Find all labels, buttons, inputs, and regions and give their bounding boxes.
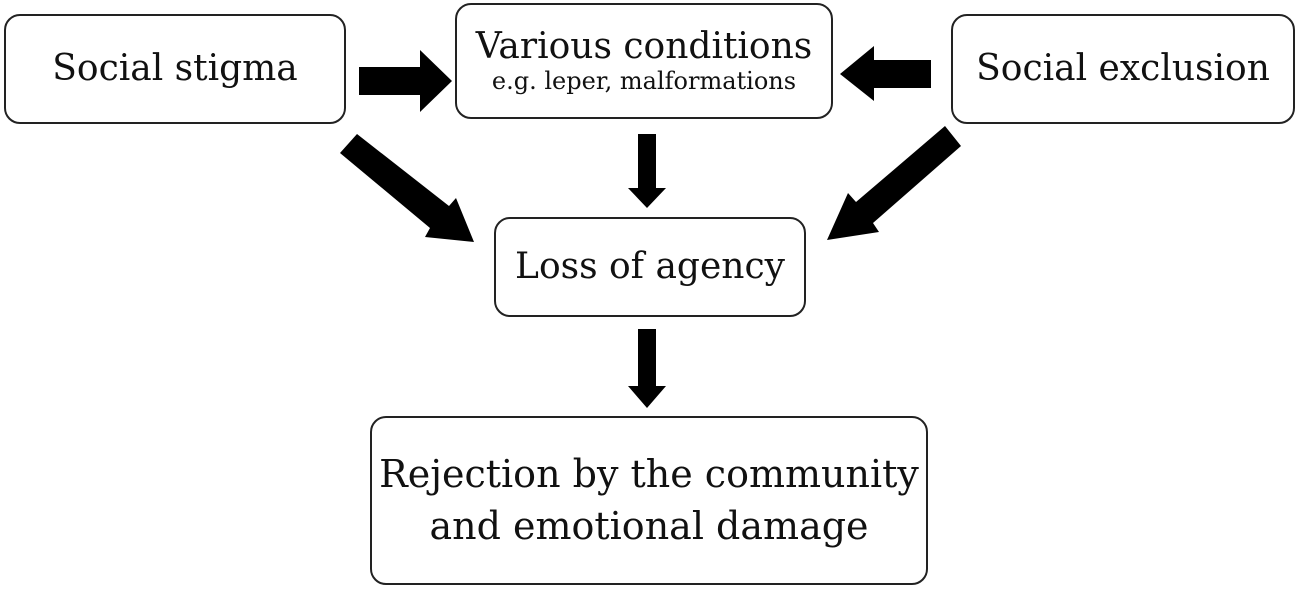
node-label-line-2: and emotional damage xyxy=(429,503,869,548)
arrow-stigma-to-loss xyxy=(340,134,474,242)
node-label: Social stigma xyxy=(52,48,298,90)
node-label: Social exclusion xyxy=(976,48,1270,90)
node-loss-of-agency: Loss of agency xyxy=(494,217,806,317)
arrow-stigma-to-conditions xyxy=(359,50,452,112)
node-social-stigma: Social stigma xyxy=(4,14,346,124)
arrow-conditions-to-loss xyxy=(628,134,666,208)
node-label: Various conditions xyxy=(475,25,813,67)
arrow-exclusion-to-loss xyxy=(827,126,961,240)
node-rejection: Rejection by the community and emotional… xyxy=(370,416,928,585)
node-social-exclusion: Social exclusion xyxy=(951,14,1295,124)
node-various-conditions: Various conditions e.g. leper, malformat… xyxy=(455,3,833,119)
arrow-exclusion-to-conditions xyxy=(840,46,931,101)
node-label: Loss of agency xyxy=(515,246,785,288)
node-sublabel: e.g. leper, malformations xyxy=(491,67,797,96)
node-label-line-1: Rejection by the community xyxy=(379,452,919,497)
arrow-loss-to-rejection xyxy=(628,329,666,408)
